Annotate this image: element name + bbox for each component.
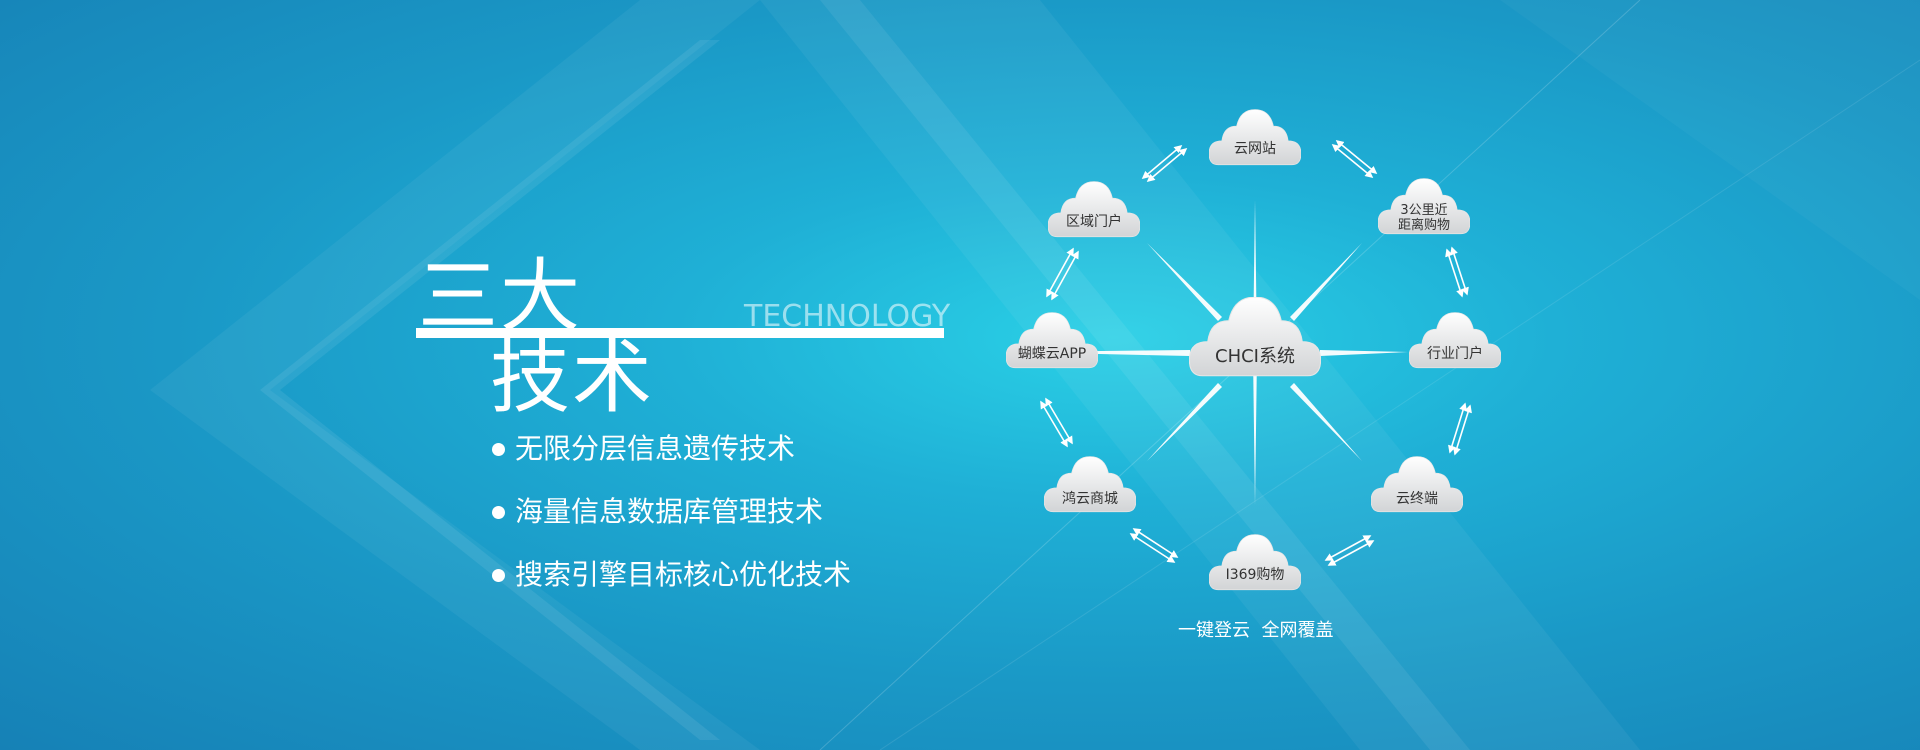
feature-item: 海量信息数据库管理技术: [492, 495, 851, 529]
diagram-caption: 一键登云 全网覆盖: [1178, 620, 1334, 641]
node-top: 云网站: [1209, 109, 1301, 166]
title-line-2: 技术: [490, 331, 654, 424]
center-node-label: CHCI系统: [1215, 346, 1295, 367]
title-underline: [416, 328, 944, 338]
bullet-dot-icon: [492, 442, 505, 456]
node-label: 云网站: [1234, 141, 1276, 157]
connection-arrows: [1040, 139, 1472, 566]
node-label: 区域门户: [1066, 213, 1122, 230]
bullet-dot-icon: [492, 505, 505, 519]
node-label: I369购物: [1226, 567, 1285, 583]
feature-list: 无限分层信息遗传技术 海量信息数据库管理技术 搜索引擎目标核心优化技术: [492, 432, 851, 621]
node-bottom-right: 云终端: [1371, 456, 1463, 513]
node-label: 云终端: [1396, 491, 1438, 507]
node-label-line-1: 3公里近: [1400, 203, 1447, 218]
feature-item: 搜索引擎目标核心优化技术: [492, 558, 851, 592]
node-bottom: I369购物: [1209, 534, 1301, 591]
node-left: 蝴蝶云APP: [1006, 312, 1098, 369]
node-top-left: 区域门户: [1048, 181, 1140, 238]
node-label: 蝴蝶云APP: [1018, 346, 1086, 362]
feature-item-label: 搜索引擎目标核心优化技术: [515, 558, 852, 591]
node-label: 行业门户: [1427, 345, 1483, 362]
title-line-1: 三大: [418, 250, 582, 343]
feature-item-label: 海量信息数据库管理技术: [515, 495, 824, 528]
node-top-right: 3公里近 距离购物: [1378, 178, 1470, 235]
node-label: 鸿云商城: [1062, 490, 1118, 507]
center-node: CHCI系统: [1189, 297, 1321, 377]
node-right: 行业门户: [1409, 312, 1501, 369]
node-bottom-left: 鸿云商城: [1044, 456, 1136, 513]
subtitle-technology: TECHNOLOGY: [744, 299, 951, 334]
feature-item: 无限分层信息遗传技术: [492, 432, 851, 466]
feature-item-label: 无限分层信息遗传技术: [515, 432, 796, 465]
bullet-dot-icon: [492, 568, 505, 582]
node-label-line-2: 距离购物: [1398, 217, 1450, 233]
